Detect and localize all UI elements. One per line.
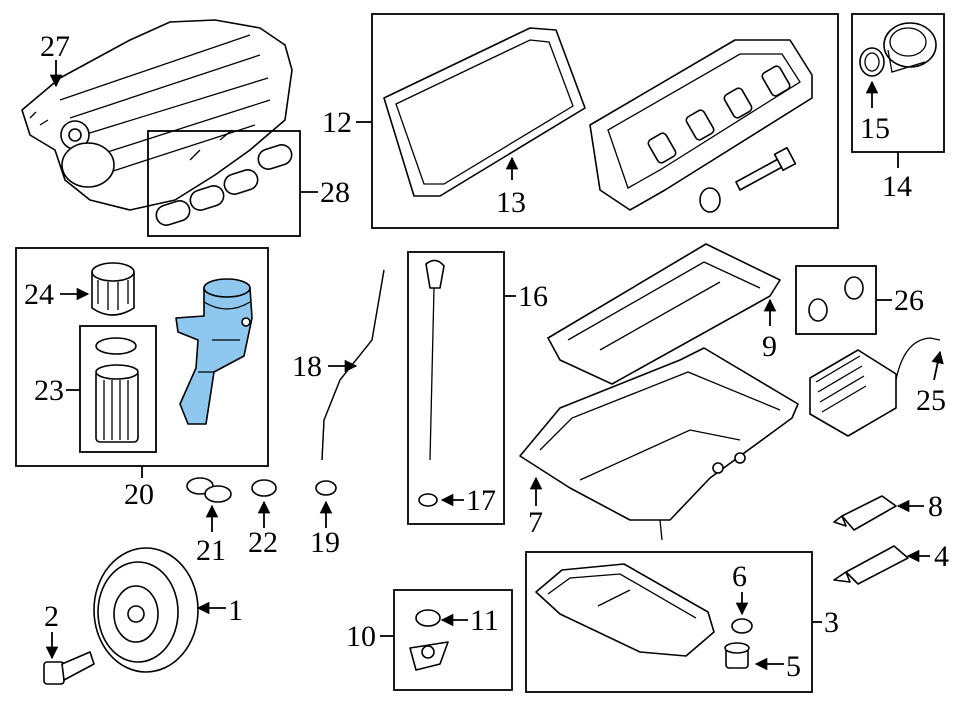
- box-12: [371, 13, 839, 229]
- label-12: 12: [322, 106, 352, 139]
- valve-cover[interactable]: [589, 39, 813, 211]
- label-9: 9: [762, 330, 777, 363]
- box-10: [393, 589, 513, 691]
- label-4: 4: [934, 540, 949, 573]
- seal-19[interactable]: [315, 480, 337, 496]
- manifold-gaskets[interactable]: [154, 142, 295, 228]
- oil-pump-pickup[interactable]: [409, 641, 449, 671]
- label-20: 20: [124, 478, 154, 511]
- label-5: 5: [786, 650, 801, 683]
- label-15: 15: [860, 112, 890, 145]
- oil-cooler-seals[interactable]: [808, 276, 864, 322]
- pickup-seal[interactable]: [415, 609, 441, 627]
- label-28: 28: [320, 176, 350, 209]
- label-24: 24: [24, 278, 54, 311]
- label-22: 22: [248, 526, 278, 559]
- leader-25: [931, 350, 944, 381]
- sealant-tube-4[interactable]: [833, 545, 909, 585]
- upper-oil-pan[interactable]: [519, 347, 799, 541]
- label-6: 6: [732, 560, 747, 593]
- box-16: [407, 251, 505, 525]
- label-14: 14: [882, 170, 912, 203]
- dipstick-seal[interactable]: [418, 493, 438, 507]
- label-21: 21: [196, 534, 226, 567]
- filler-cap-seal[interactable]: [859, 47, 885, 77]
- label-25: 25: [916, 384, 946, 417]
- oil-filter-cap[interactable]: [91, 262, 135, 316]
- drain-plug[interactable]: [724, 642, 750, 669]
- label-26: 26: [894, 284, 924, 317]
- oil-filter-o-ring[interactable]: [95, 337, 137, 355]
- windage-tray[interactable]: [547, 243, 781, 385]
- seal-22[interactable]: [251, 479, 277, 497]
- label-23: 23: [34, 374, 64, 407]
- valve-cover-gasket[interactable]: [383, 27, 586, 197]
- box-23: [79, 325, 157, 453]
- grommet[interactable]: [699, 187, 721, 213]
- label-1: 1: [228, 594, 243, 627]
- dipstick-tube[interactable]: [321, 269, 385, 461]
- pulley-bolt[interactable]: [43, 651, 95, 685]
- label-27: 27: [40, 30, 70, 63]
- label-11: 11: [470, 604, 499, 637]
- seal-21[interactable]: [186, 477, 232, 503]
- sealant-tube-8[interactable]: [833, 495, 897, 531]
- label-10: 10: [346, 620, 376, 653]
- label-8: 8: [928, 490, 943, 523]
- oil-filter-housing-highlighted[interactable]: [175, 278, 253, 425]
- oil-filler-cap[interactable]: [883, 22, 937, 73]
- label-17: 17: [466, 484, 496, 517]
- label-16: 16: [518, 280, 548, 313]
- oil-filter-element[interactable]: [95, 364, 139, 443]
- valve-cover-bolt[interactable]: [735, 146, 797, 191]
- intake-manifold[interactable]: [21, 19, 293, 211]
- box-26: [795, 265, 877, 335]
- label-13: 13: [496, 186, 526, 219]
- label-19: 19: [310, 526, 340, 559]
- drain-plug-washer[interactable]: [731, 618, 753, 634]
- box-28: [147, 130, 301, 237]
- label-2: 2: [44, 600, 59, 633]
- lower-oil-pan[interactable]: [535, 563, 715, 657]
- oil-cooler[interactable]: [809, 337, 941, 437]
- crankshaft-pulley[interactable]: [93, 547, 199, 673]
- label-3: 3: [824, 606, 839, 639]
- label-18: 18: [292, 350, 322, 383]
- label-7: 7: [528, 506, 543, 539]
- dipstick[interactable]: [425, 259, 445, 461]
